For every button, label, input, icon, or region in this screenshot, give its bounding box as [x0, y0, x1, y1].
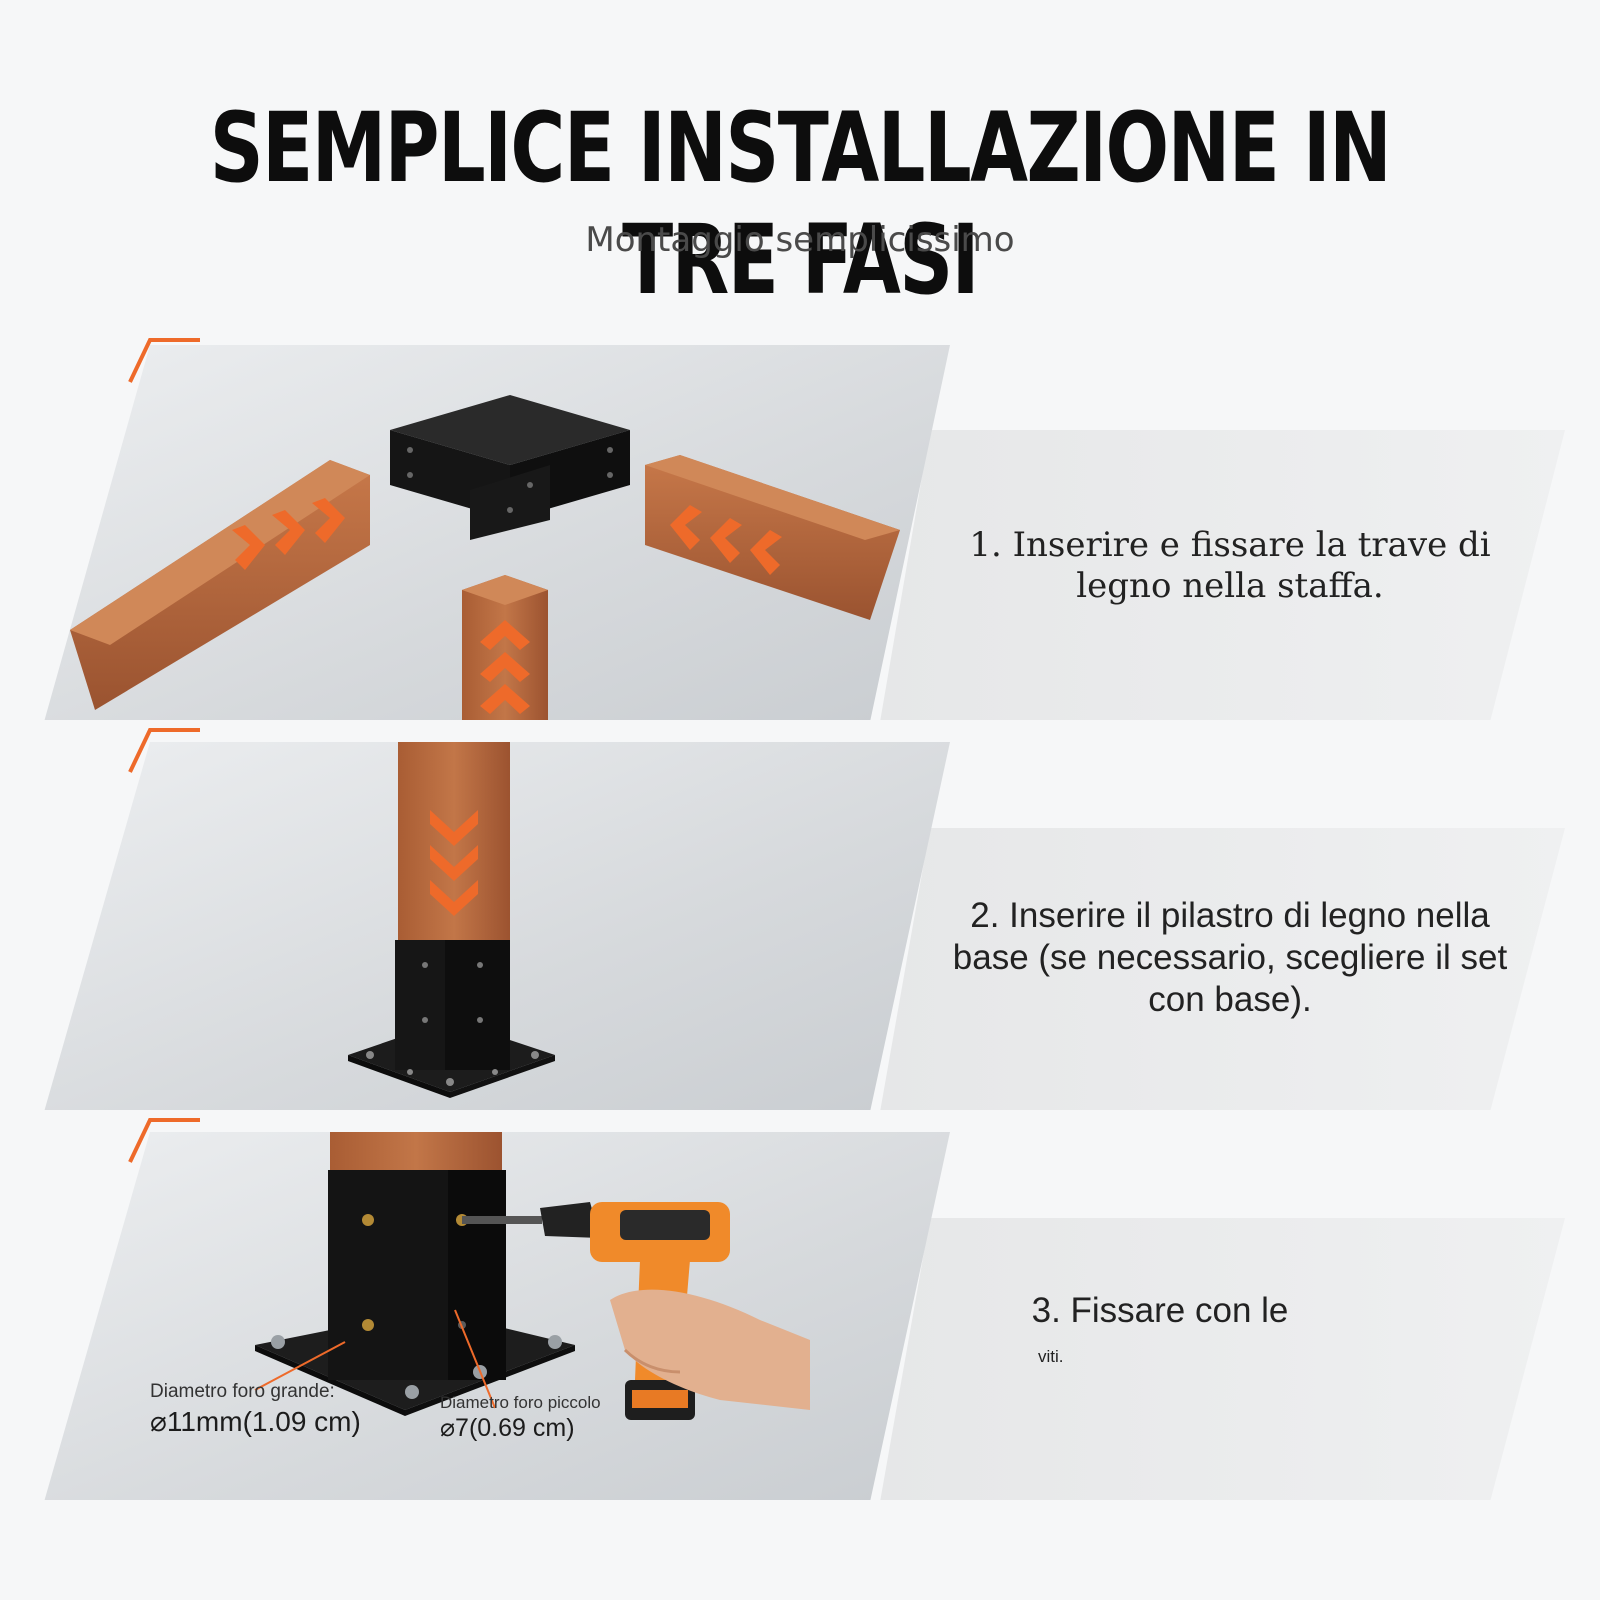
arrow-left-icon: [710, 518, 742, 563]
step-3-text-small: viti.: [1038, 1347, 1064, 1366]
step-3-text-panel: [880, 1218, 1565, 1500]
step-2: 2. Inserire il pilastro di legno nella b…: [0, 720, 1600, 1110]
corner-bracket: [390, 395, 630, 540]
wood-pillar: [398, 742, 510, 962]
step-1-illustration: [44, 338, 1565, 720]
post-base-bracket: [348, 940, 555, 1098]
arrow-left-icon: [750, 530, 782, 575]
step-3: 3. Fissare con le viti. Diametro foro gr…: [0, 1110, 1600, 1500]
step-2-corner-accent: [128, 728, 200, 773]
step-1-text: 1. Inserire e fissare la trave di legno …: [969, 525, 1491, 606]
large-hole-caption: Diametro foro grande:: [150, 1381, 335, 1402]
arrow-down-icon: [430, 810, 478, 846]
post-base-bracket: [255, 1170, 575, 1416]
page-title: SEMPLICE INSTALLAZIONE IN TRE FASI: [209, 92, 1392, 316]
step-3-illustration: [44, 1118, 1565, 1500]
left-wood-beam: [70, 460, 370, 710]
arrow-right-icon: [272, 510, 305, 555]
large-hole-value: ⌀11mm(1.09 cm): [150, 1405, 361, 1437]
vertical-wood-post: [462, 575, 548, 720]
step-1-text-panel: [880, 430, 1565, 720]
small-hole-pointer: [454, 1309, 496, 1409]
step-1-corner-accent: [128, 338, 200, 383]
small-hole-value: ⌀7(0.69 cm): [440, 1414, 575, 1443]
step-3-corner-accent: [128, 1118, 200, 1163]
page-subtitle: Montaggio semplicissimo: [585, 220, 1015, 260]
arrow-up-icon: [480, 652, 530, 682]
arrow-down-icon: [430, 845, 478, 881]
large-hole-pointer: [254, 1341, 346, 1391]
arrow-down-icon: [430, 880, 478, 916]
large-hole-label: Diametro foro grande: ⌀11mm(1.09 cm): [150, 1380, 361, 1439]
small-hole-label: Diametro foro piccolo ⌀7(0.69 cm): [440, 1392, 601, 1445]
step-1: 1. Inserire e fissare la trave di legno …: [0, 330, 1600, 720]
step-2-text-panel: [880, 828, 1565, 1110]
step-3-text: 3. Fissare con le: [1031, 1291, 1289, 1330]
arrow-up-icon: [480, 684, 530, 714]
arrow-up-icon: [480, 620, 530, 650]
small-hole-caption: Diametro foro piccolo: [440, 1393, 601, 1412]
arrow-left-icon: [670, 505, 702, 550]
hand: [610, 1289, 810, 1410]
step-2-illustration: [44, 728, 1565, 1110]
arrow-right-icon: [232, 525, 265, 570]
arrow-right-icon: [312, 498, 345, 543]
right-wood-beam: [645, 455, 900, 620]
step-2-text: 2. Inserire il pilastro di legno nella b…: [952, 896, 1508, 1019]
